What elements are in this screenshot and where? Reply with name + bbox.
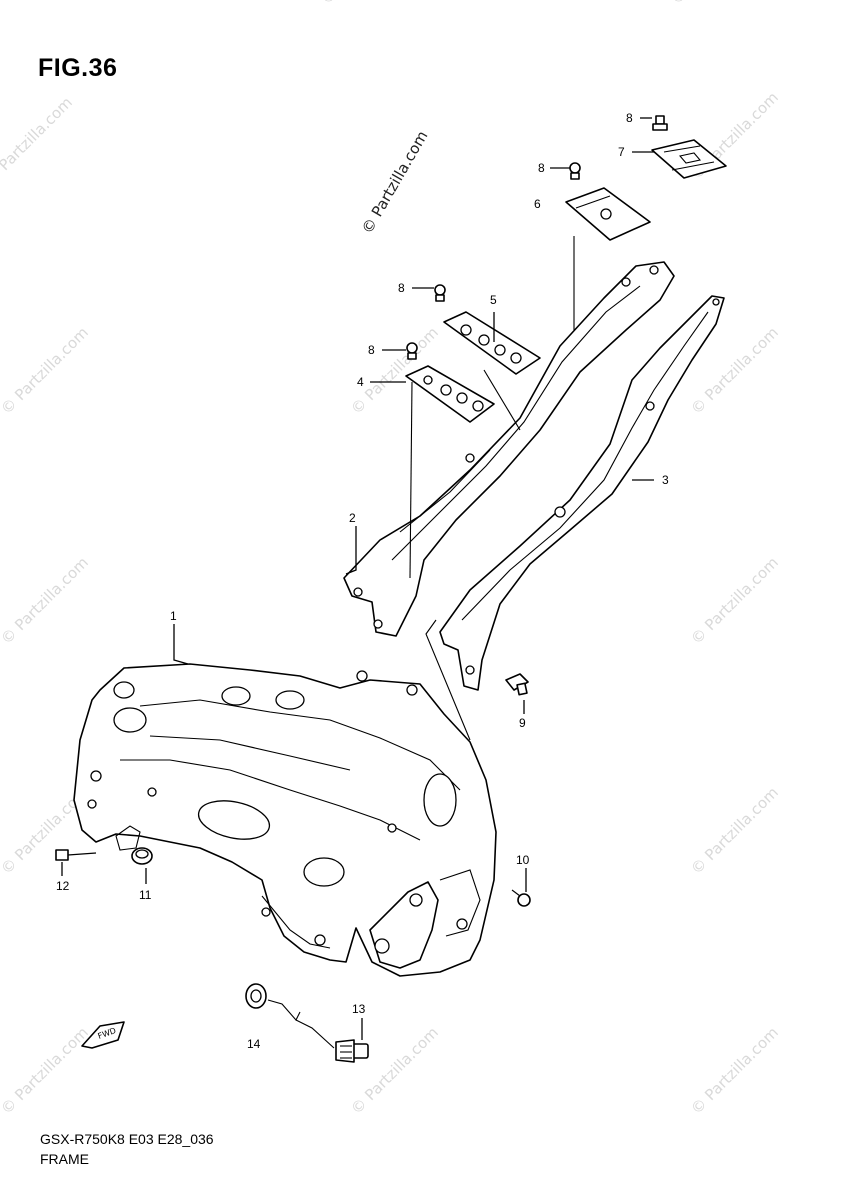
callout-8: 8 (398, 281, 405, 295)
part-13-bolt[interactable] (335, 1039, 369, 1063)
part-1-main-frame[interactable] (73, 663, 497, 977)
part-8-bolt-lower[interactable] (406, 342, 418, 360)
section-name: FRAME (40, 1151, 89, 1167)
callout-12: 12 (56, 879, 70, 893)
callout-leaders (61, 117, 654, 1049)
part-8-bolt-middle[interactable] (434, 284, 446, 302)
callout-8: 8 (626, 111, 633, 125)
callout-9: 9 (519, 716, 526, 730)
part-6-plate[interactable] (565, 187, 651, 241)
part-14-washer[interactable] (245, 983, 267, 1009)
part-8-bolt-upper[interactable] (569, 162, 581, 180)
figure-title: FIG.36 (38, 54, 118, 82)
part-4-plate[interactable] (405, 365, 495, 423)
part-12-bolt[interactable] (55, 849, 97, 861)
part-9-bolt[interactable] (505, 673, 529, 696)
callout-1: 1 (170, 609, 177, 623)
callout-11: 11 (139, 888, 152, 902)
leader-line (409, 381, 413, 579)
part-3-seat-rail-right[interactable] (439, 295, 725, 691)
callout-6: 6 (534, 197, 541, 211)
callout-3: 3 (662, 473, 669, 487)
leader-line (425, 619, 471, 741)
callout-2: 2 (349, 511, 356, 525)
part-8-bolt-top[interactable] (652, 115, 668, 131)
callout-13: 13 (352, 1002, 366, 1016)
callout-10: 10 (516, 853, 530, 867)
callout-8: 8 (538, 161, 545, 175)
callout-4: 4 (357, 375, 364, 389)
model-code: GSX-R750K8 E03 E28_036 (40, 1131, 214, 1147)
part-5-plate[interactable] (443, 311, 541, 375)
callout-14: 14 (247, 1037, 261, 1051)
callout-5: 5 (490, 293, 497, 307)
callout-8: 8 (368, 343, 375, 357)
leader-line (483, 369, 521, 431)
part-7-plate[interactable] (651, 139, 727, 179)
part-10-bolt[interactable] (511, 889, 531, 907)
callout-7: 7 (618, 145, 625, 159)
part-2-seat-rail-left[interactable] (343, 261, 675, 637)
part-11-collar[interactable] (131, 847, 153, 865)
forward-arrow-icon: FWD (81, 1021, 125, 1049)
